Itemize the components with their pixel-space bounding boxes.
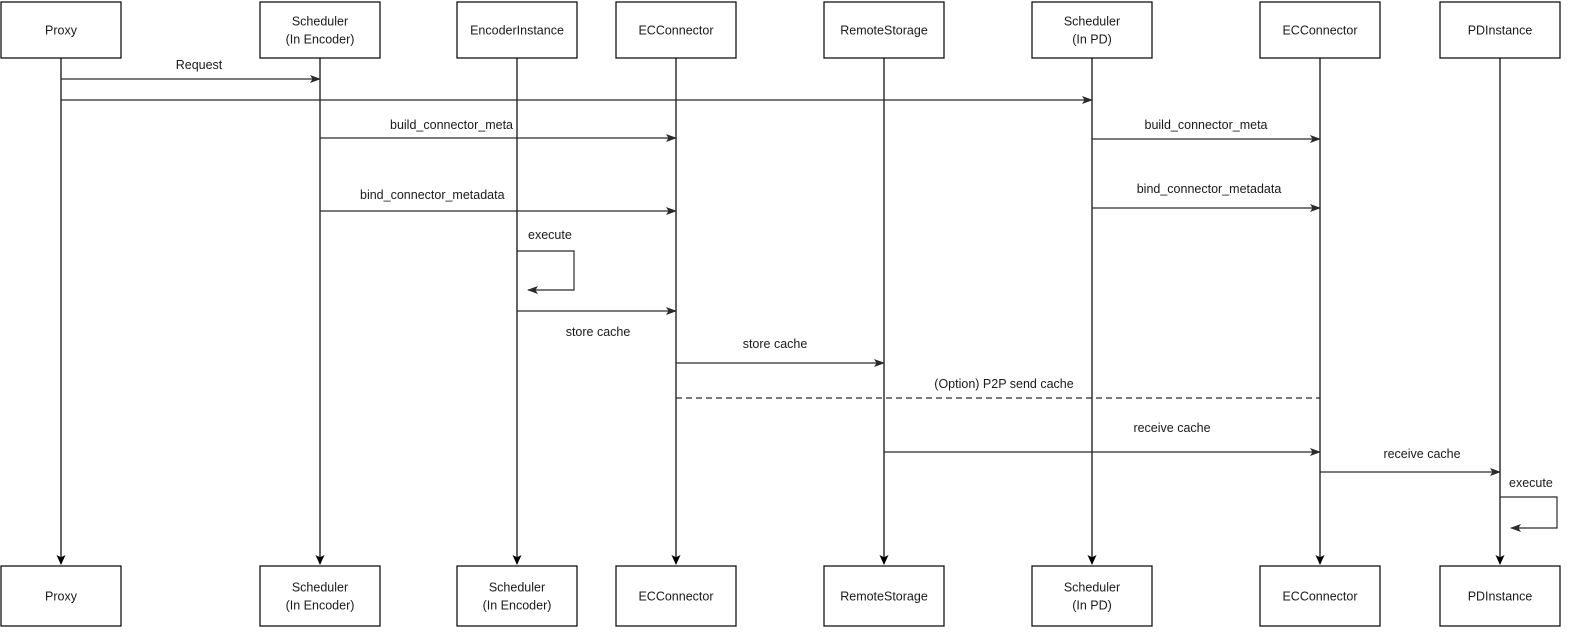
message-label: bind_connector_metadata <box>1137 182 1282 196</box>
bottom-participant-boxes: Proxy Scheduler (In Encoder) Scheduler (In E… <box>0 565 1561 627</box>
self-message-path <box>517 250 575 294</box>
message-m8[interactable]: store cache <box>676 337 885 367</box>
participant-box-top-sched-pd[interactable]: Scheduler (In PD) <box>1031 1 1153 59</box>
lifelines-layer <box>56 58 1505 565</box>
top-participant-boxes: Proxy Scheduler (In Encoder) EncoderInstanc… <box>0 1 1561 59</box>
message-label: bind_connector_metadata <box>360 188 505 202</box>
self-message-s1[interactable]: execute <box>517 228 575 294</box>
participant-box-bottom-ec-conn-enc[interactable]: ECConnector <box>615 565 737 627</box>
participant-label-bottom: ECConnector <box>1282 589 1357 603</box>
participant-box-bottom-pd-inst[interactable]: PDInstance <box>1439 565 1561 627</box>
participant-sublabel-bottom: (In Encoder) <box>483 598 552 612</box>
participant-label-top: ECConnector <box>1282 23 1357 37</box>
participant-label-bottom: Scheduler <box>292 580 348 594</box>
message-m5[interactable]: bind_connector_metadata <box>320 188 677 215</box>
participant-label-bottom: Scheduler <box>489 580 545 594</box>
participant-label-top: Proxy <box>45 23 78 37</box>
participant-label-top: RemoteStorage <box>840 23 928 37</box>
message-label: store cache <box>743 337 808 351</box>
self-message-path <box>1500 496 1558 532</box>
participant-box-top-proxy[interactable]: Proxy <box>0 1 122 59</box>
participant-sublabel-top: (In PD) <box>1072 32 1112 46</box>
message-m11[interactable]: receive cache <box>1320 447 1501 476</box>
participant-box-bottom-sched-enc[interactable]: Scheduler (In Encoder) <box>259 565 381 627</box>
self-message-label: execute <box>1509 476 1553 490</box>
participant-box-top-sched-enc[interactable]: Scheduler (In Encoder) <box>259 1 381 59</box>
message-m6[interactable]: bind_connector_metadata <box>1092 182 1321 212</box>
message-label: store cache <box>566 325 631 339</box>
participant-label-bottom: RemoteStorage <box>840 589 928 603</box>
message-label: (Option) P2P send cache <box>934 377 1073 391</box>
participant-label-bottom: Scheduler <box>1064 580 1120 594</box>
message-m7[interactable]: store cache <box>517 307 677 339</box>
participant-box-bottom-remote-store[interactable]: RemoteStorage <box>823 565 945 627</box>
message-label: Request <box>176 58 223 72</box>
participant-sublabel-top: (In Encoder) <box>286 32 355 46</box>
self-message-s2[interactable]: execute <box>1500 476 1558 532</box>
message-m1[interactable]: Request <box>61 58 321 83</box>
messages-layer: Request build_connector_meta build_connect… <box>61 58 1501 476</box>
participant-label-top: PDInstance <box>1468 23 1533 37</box>
participant-box-bottom-ec-conn-pd[interactable]: ECConnector <box>1259 565 1381 627</box>
participant-sublabel-bottom: (In PD) <box>1072 598 1112 612</box>
participant-label-top: Scheduler <box>1064 14 1120 28</box>
participant-box-top-encoder-inst[interactable]: EncoderInstance <box>456 1 578 59</box>
participant-label-top: Scheduler <box>292 14 348 28</box>
participant-box-top-ec-conn-enc[interactable]: ECConnector <box>615 1 737 59</box>
participant-label-top: EncoderInstance <box>470 23 564 37</box>
participant-label-top: ECConnector <box>638 23 713 37</box>
participant-box-bottom-encoder-inst[interactable]: Scheduler (In Encoder) <box>456 565 578 627</box>
participant-sublabel-bottom: (In Encoder) <box>286 598 355 612</box>
message-label: receive cache <box>1133 421 1210 435</box>
message-m4[interactable]: build_connector_meta <box>1092 118 1321 143</box>
message-m10[interactable]: receive cache <box>884 421 1321 456</box>
message-m3[interactable]: build_connector_meta <box>320 118 677 142</box>
message-label: receive cache <box>1383 447 1460 461</box>
participant-box-bottom-proxy[interactable]: Proxy <box>0 565 122 627</box>
participant-box-top-ec-conn-pd[interactable]: ECConnector <box>1259 1 1381 59</box>
participant-label-bottom: ECConnector <box>638 589 713 603</box>
participant-label-bottom: PDInstance <box>1468 589 1533 603</box>
participant-box-bottom-sched-pd[interactable]: Scheduler (In PD) <box>1031 565 1153 627</box>
message-label: build_connector_meta <box>1145 118 1268 132</box>
self-message-label: execute <box>528 228 572 242</box>
participant-box-top-remote-store[interactable]: RemoteStorage <box>823 1 945 59</box>
participant-label-bottom: Proxy <box>45 589 78 603</box>
participant-box-top-pd-inst[interactable]: PDInstance <box>1439 1 1561 59</box>
self-messages-layer: execute execute <box>517 228 1558 532</box>
message-label: build_connector_meta <box>390 118 513 132</box>
message-m9[interactable]: (Option) P2P send cache <box>676 377 1320 399</box>
